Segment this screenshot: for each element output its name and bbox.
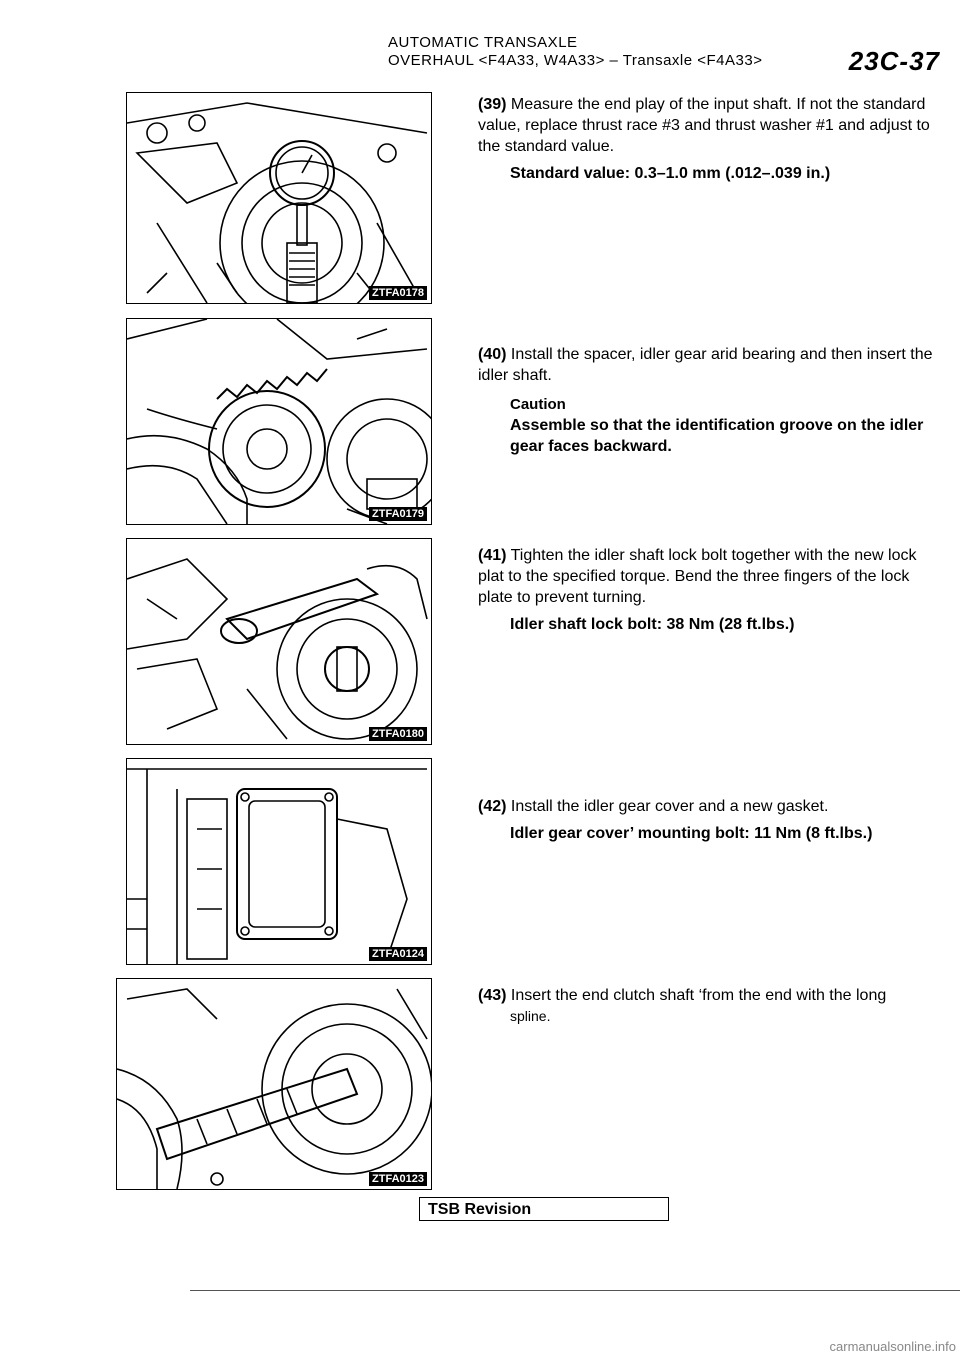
step-text: Tighten the idler shaft lock bolt togeth…	[478, 547, 917, 606]
step-39: (39) Measure the end play of the input s…	[478, 94, 938, 184]
step-42: (42) Install the idler gear cover and a …	[478, 796, 938, 844]
caution-title: Caution	[510, 396, 566, 413]
caution-text: Assemble so that the identification groo…	[510, 417, 924, 455]
watermark: carmanualsonline.info	[829, 1339, 956, 1354]
step-number: (40)	[478, 346, 507, 363]
step-number: (41)	[478, 547, 507, 564]
page-number: 23C-37	[848, 46, 940, 76]
torque-spec: Idler shaft lock bolt: 38 Nm (28 ft.lbs.…	[510, 616, 795, 633]
figure-code: ZTFA0179	[369, 507, 427, 521]
lock-bolt-illustration	[127, 558, 428, 740]
step-text: Install the idler gear cover and a new g…	[510, 798, 829, 815]
clutch-shaft-illustration	[117, 988, 431, 1189]
standard-value: Standard value: 0.3–1.0 mm (.012–.039 in…	[510, 165, 831, 182]
step-41: (41) Tighten the idler shaft lock bolt t…	[478, 545, 938, 635]
section-subtitle: OVERHAUL <F4A33, W4A33> – Transaxle <F4A…	[388, 52, 763, 69]
step-text: Insert the end clutch shaft ‘from the en…	[510, 987, 887, 1004]
step-number: (39)	[478, 96, 507, 113]
figure-code: ZTFA0123	[369, 1172, 427, 1186]
figure-tighten-lock-bolt: ZTFA0180	[126, 538, 432, 745]
tsb-revision-box: TSB Revision	[419, 1197, 669, 1221]
figure-measure-end-play: ZTFA0178	[126, 92, 432, 304]
step-number: (43)	[478, 987, 507, 1004]
step-text: Measure the end play of the input shaft.…	[478, 96, 930, 155]
figure-code: ZTFA0180	[369, 727, 427, 741]
step-number: (42)	[478, 798, 507, 815]
step-40: (40) Install the spacer, idler gear arid…	[478, 344, 938, 457]
step-text: Install the spacer, idler gear arid bear…	[478, 346, 933, 384]
figure-insert-clutch-shaft: ZTFA0123	[116, 978, 432, 1190]
step-text-continued: spline.	[510, 1008, 551, 1024]
step-43: (43) Insert the end clutch shaft ‘from t…	[478, 985, 938, 1027]
figure-install-idler-gear: ZTFA0179	[126, 318, 432, 525]
figure-code: ZTFA0124	[369, 947, 427, 961]
page-header: AUTOMATIC TRANSAXLE OVERHAUL <F4A33, W4A…	[0, 0, 960, 80]
idler-gear-illustration	[127, 319, 431, 524]
gear-cover-illustration	[127, 768, 427, 964]
figure-code: ZTFA0178	[369, 286, 427, 300]
figure-install-gear-cover: ZTFA0124	[126, 758, 432, 965]
footer-divider	[190, 1290, 960, 1291]
dial-gauge-illustration	[127, 102, 428, 303]
torque-spec: Idler gear cover’ mounting bolt: 11 Nm (…	[510, 825, 873, 842]
section-title: AUTOMATIC TRANSAXLE	[388, 34, 578, 51]
